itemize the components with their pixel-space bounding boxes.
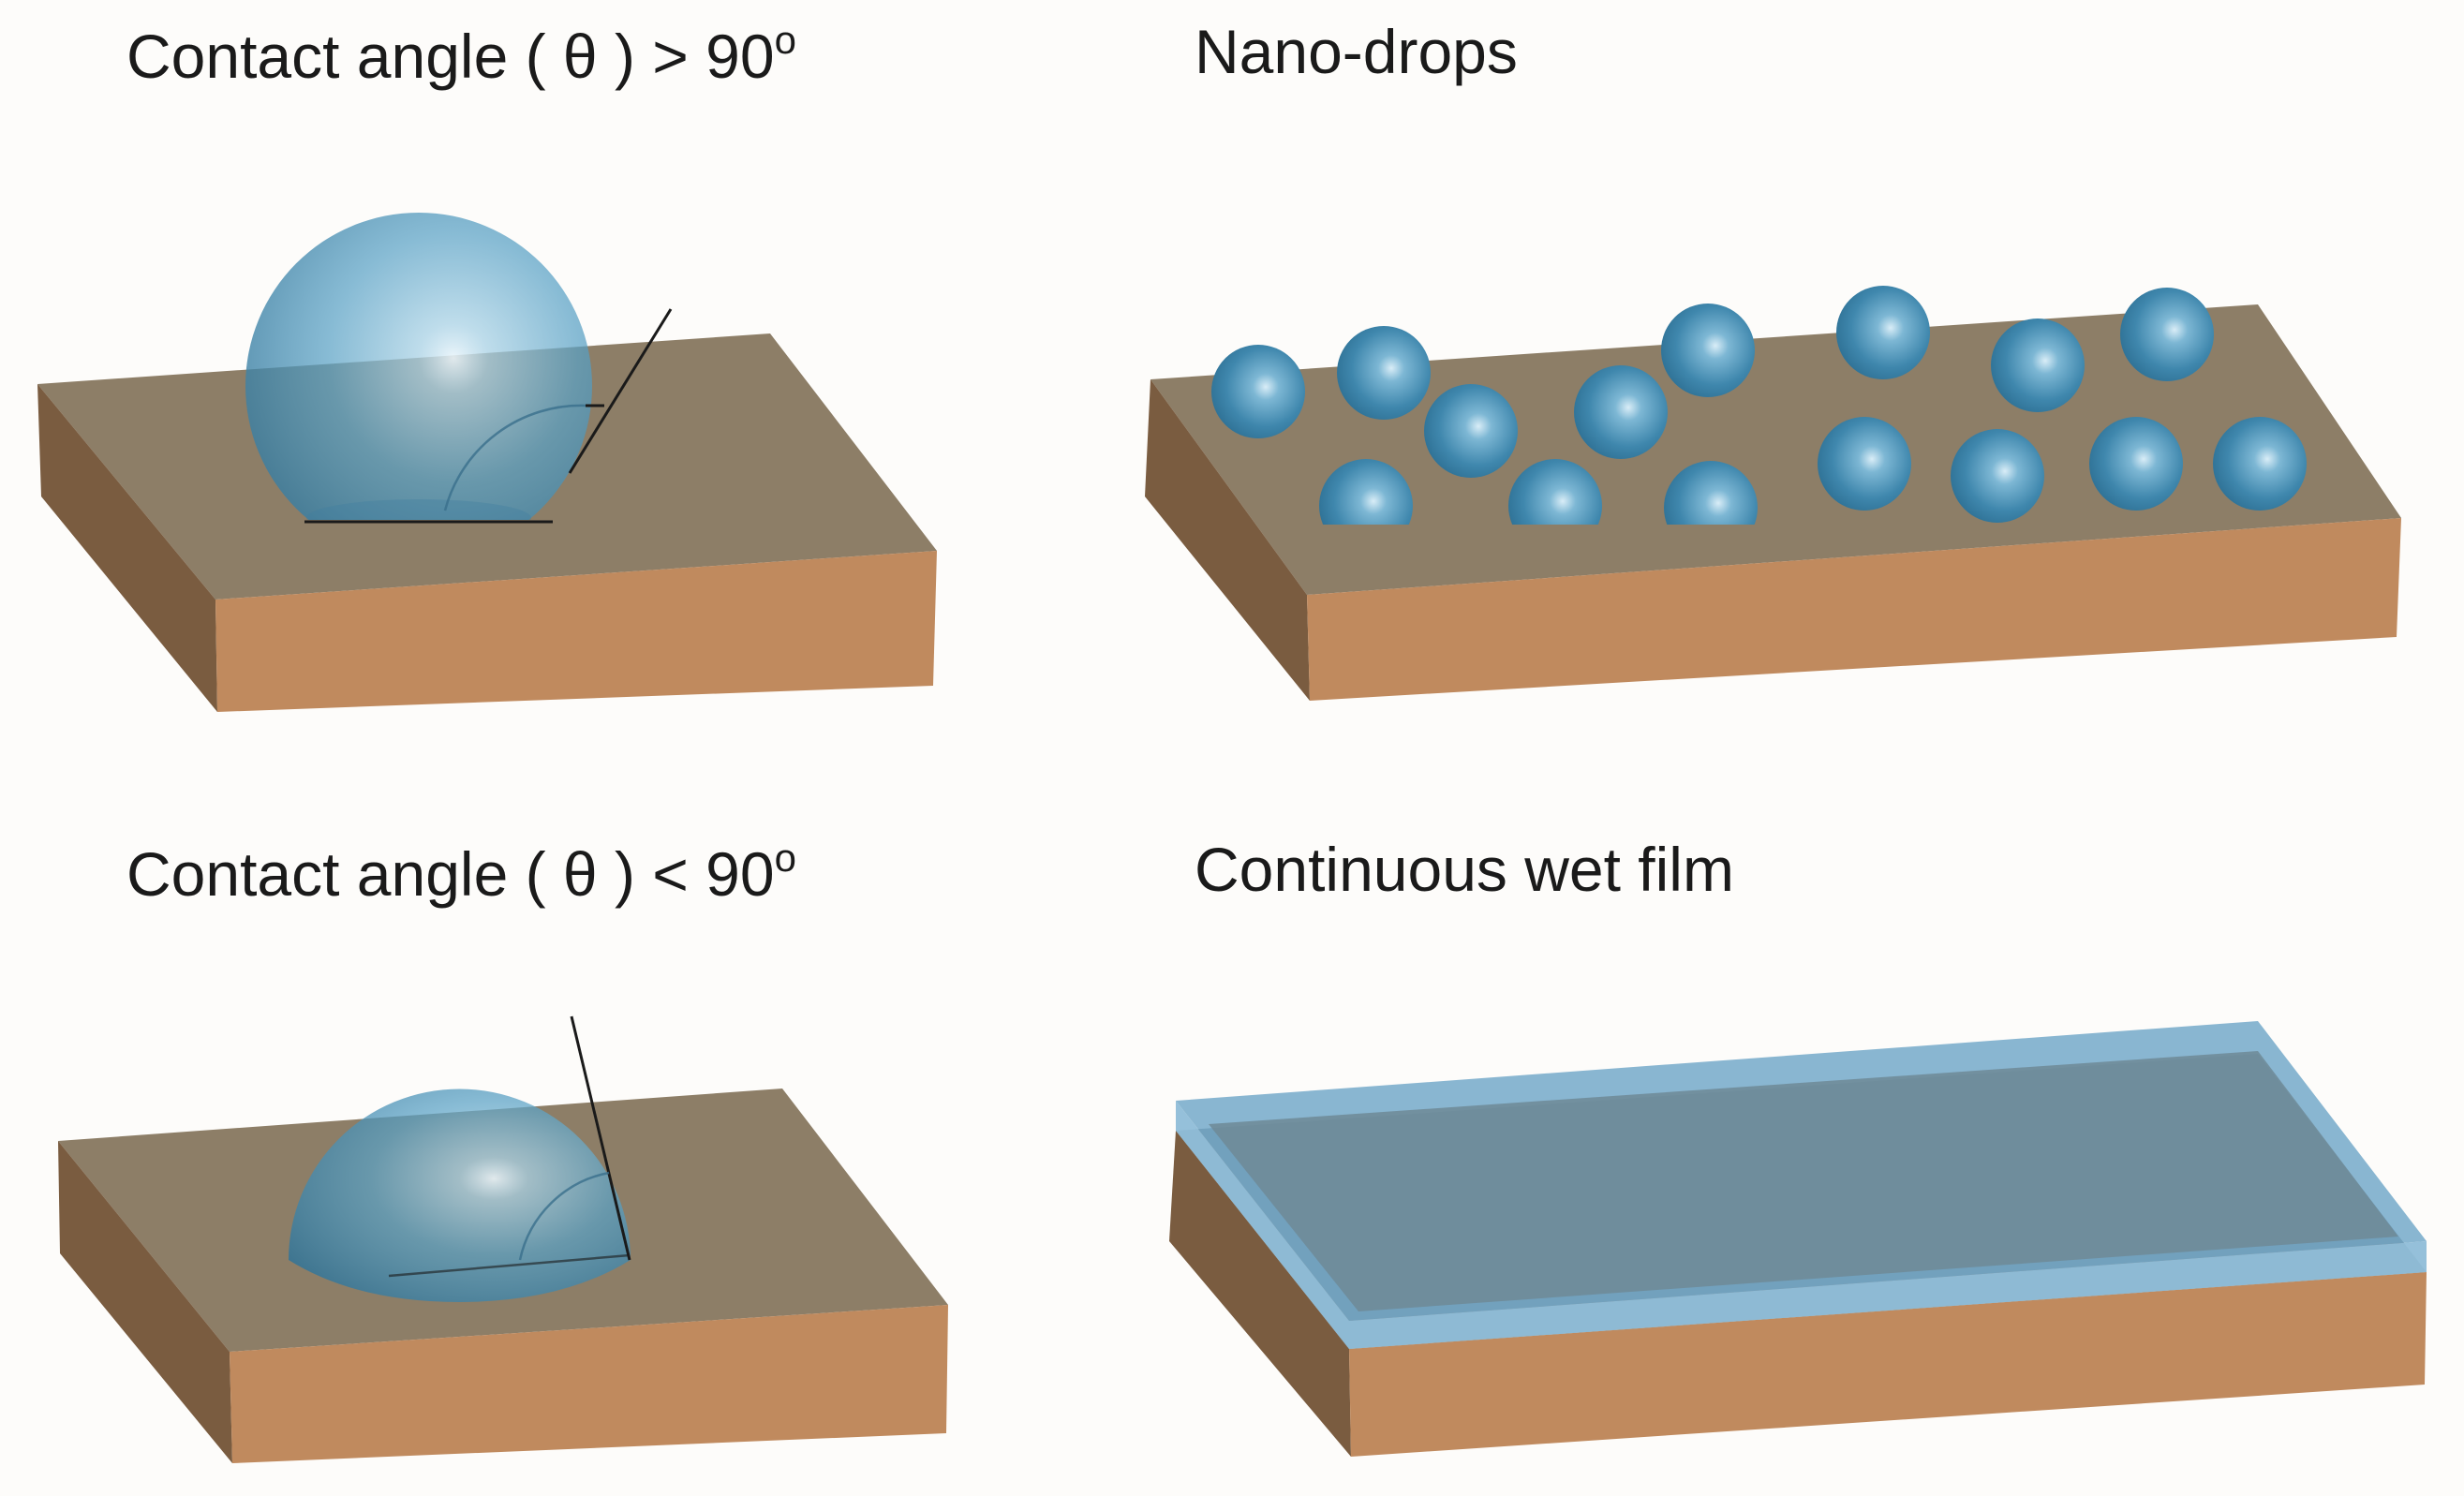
nano-drop [1508,459,1602,525]
nano-drop [2120,288,2214,381]
wet-film-layer [1176,1021,2427,1349]
nano-drop [2213,417,2307,511]
panel-title-nano-drops: Nano-drops [1195,17,1518,86]
nano-drop [1661,304,1755,397]
substrate-slab-3 [58,1089,948,1463]
contact-angle-lines-1 [304,308,673,524]
nano-drop [1337,326,1431,420]
panel-title-hydrophilic: Contact angle ( θ ) < 90o [126,836,796,909]
nano-drop [1319,459,1413,525]
nano-drop [1991,318,2085,412]
nano-drop [1818,417,1911,511]
contact-angle-lines-3 [388,1015,631,1278]
nano-drops [1211,286,2307,525]
nano-drop [1664,461,1758,525]
water-drop-spread [289,1089,631,1302]
water-drop-large [245,213,592,520]
nano-drop [1211,345,1305,438]
nano-drop [2089,417,2183,511]
substrate-slab-2 [1145,304,2401,701]
nano-drop [1836,286,1930,379]
nano-drop [1574,365,1668,459]
panel-title-wet-film: Continuous wet film [1195,835,1734,904]
panel-title-hydrophobic: Contact angle ( θ ) > 90o [126,18,796,91]
nano-drop [1424,384,1518,478]
nano-drop [1951,429,2044,523]
